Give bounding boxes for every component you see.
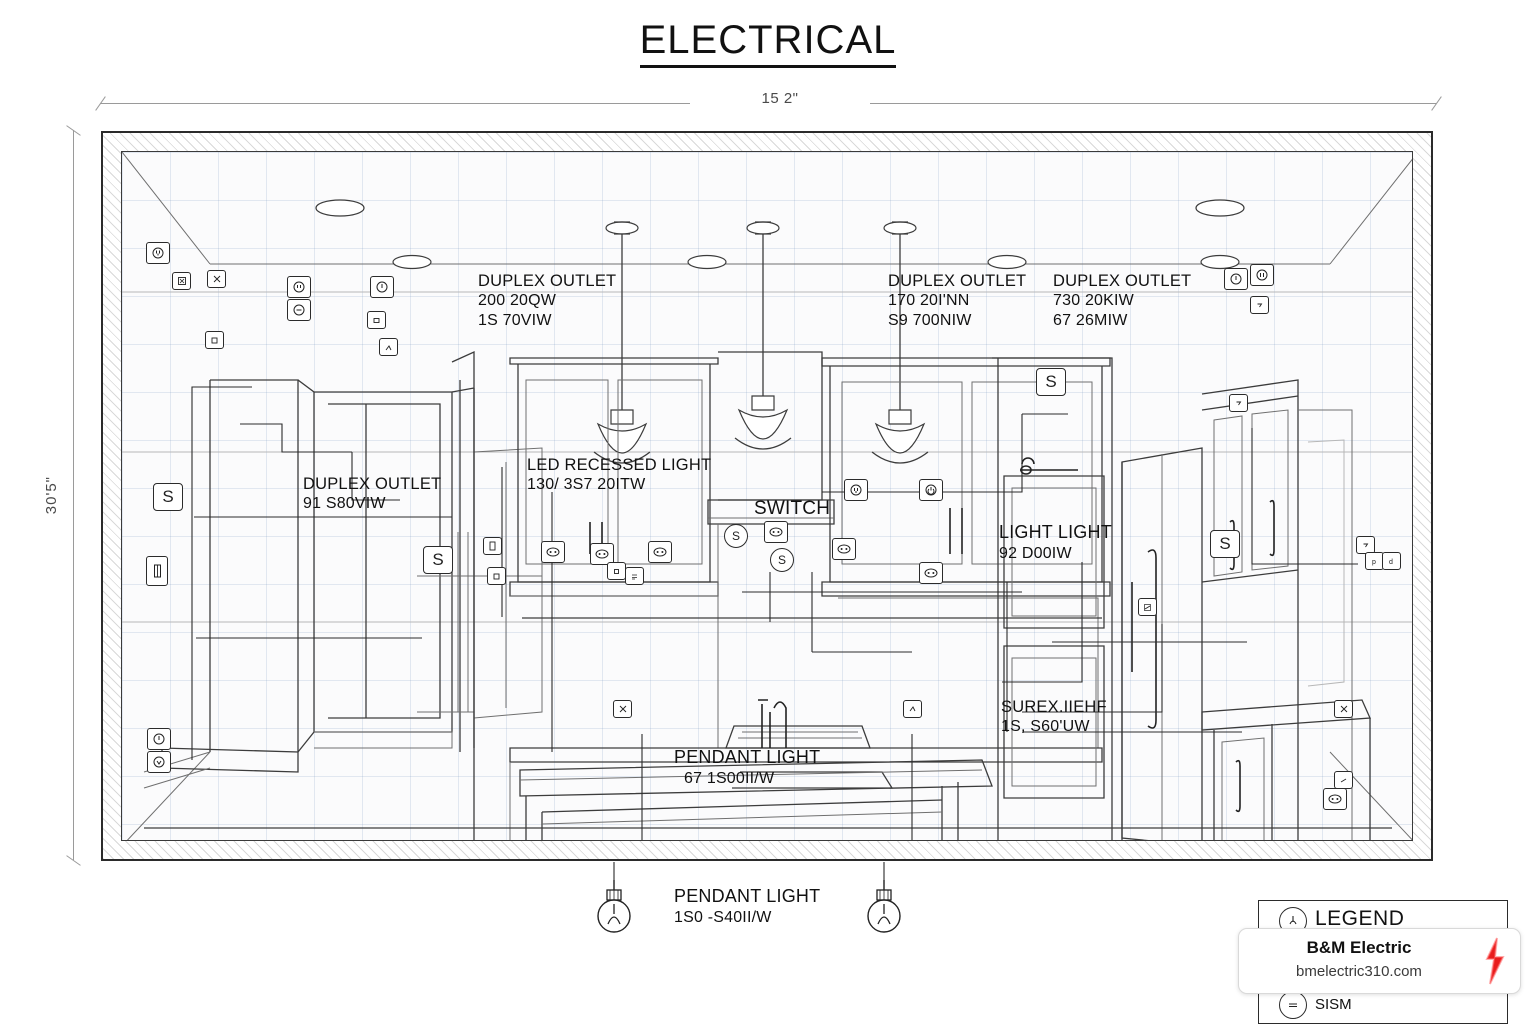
duplex-outlet-symbol[interactable] [541,541,565,563]
duplex-outlet-symbol[interactable] [147,728,171,750]
duplex-outlet-symbol[interactable] [146,242,170,264]
duplex-outlet-symbol[interactable] [147,751,171,773]
duplex-outlet-symbol[interactable] [844,479,868,501]
annotation-switch: SWITCH [754,498,831,519]
duplex-outlet-symbol[interactable] [287,299,311,321]
switch-symbol-letter: S [162,487,174,506]
junction-box-symbol[interactable] [379,338,398,356]
annotation-pendant-light-lower: PENDANT LIGHT 1S0 -S40II/W [674,886,821,926]
dimension-tick-bottom [66,855,81,866]
junction-box-symbol[interactable] [1334,700,1353,718]
watermark-card: B&M Electric bmelectric310.com [1238,928,1521,994]
dimension-tick-top [66,125,81,136]
duplex-outlet-symbol[interactable] [1250,264,1274,286]
annotation-duplex-outlet-b: DUPLEX OUTLET 170 20I'NN S9 700NIW [888,272,1027,329]
entry-door-assembly [162,380,542,772]
annotation-pendant-light-upper: PENDANT LIGHT 67 1S00II/W [674,747,821,787]
watermark-url: bmelectric310.com [1296,963,1422,980]
range-hood [708,352,834,524]
overall-height-dimension-label: 30'5" [43,470,60,521]
kitchen-island [520,760,992,841]
upper-cabinets-left [510,358,718,596]
annotation-duplex-outlet-left: DUPLEX OUTLET 91 S80VIW [303,475,442,513]
pendant-light-symbol [594,880,634,941]
switch-symbol[interactable]: S [153,483,183,511]
switch-symbol[interactable]: S [724,524,748,548]
legend-title: LEGEND [1315,907,1405,930]
legend-row-label: SISM [1315,996,1352,1013]
right-cabinets [1202,380,1370,841]
data-jack-symbol[interactable]: d [1382,552,1401,570]
duplex-outlet-symbol[interactable] [287,276,311,298]
data-jack-symbol[interactable] [367,311,386,329]
switch-symbol[interactable]: S [423,546,453,574]
wall-section-hatch [101,131,1433,861]
appliance-outlet-symbol[interactable] [1334,771,1353,789]
gfci-outlet-symbol[interactable] [172,272,191,290]
annotation-led-recessed-light: LED RECESSED LIGHT 130/ 3S7 20ITW [527,456,712,494]
floor-box-symbol[interactable] [903,700,922,718]
leader-lines [192,387,1358,841]
page-title: ELECTRICAL [0,18,1536,68]
switch-symbol[interactable]: S [770,548,794,572]
duplex-outlet-symbol[interactable] [832,538,856,560]
dimension-tick-right [1431,96,1442,111]
outlet-symbol[interactable] [483,537,502,555]
annotation-duplex-outlet-c: DUPLEX OUTLET 730 20KIW 67 26MIW [1053,272,1192,329]
watermark-company-name: B&M Electric [1306,938,1412,957]
toggle-switch-plate[interactable] [146,556,168,586]
pendant-fixtures [594,396,928,463]
switch-icon [1279,991,1307,1019]
switch-symbol-letter: S [777,553,786,567]
duplex-outlet-symbol[interactable] [919,479,943,501]
duplex-outlet-symbol[interactable] [370,276,394,298]
svg-text:d: d [1389,559,1393,566]
kitchen-perspective-drawing [122,152,1413,841]
annotation-duplex-outlet-a: DUPLEX OUTLET 200 20QW 1S 70VIW [478,272,617,329]
pantry-column [452,352,474,841]
pendant-drop-cords [606,222,916,417]
duplex-outlet-symbol[interactable] [648,541,672,563]
background-grid [122,152,1412,840]
annotation-surface-light: SUREX.IIEHF 1S, S60'UW [1001,698,1107,736]
switch-symbol-letter: S [1219,534,1231,553]
junction-box-symbol[interactable] [207,270,226,288]
duplex-outlet-symbol[interactable] [919,562,943,584]
switch-symbol-letter: S [432,550,444,569]
switch-symbol-letter: S [731,529,740,543]
outlet-symbol[interactable] [487,567,506,585]
dimmer-switch-symbol[interactable] [625,567,644,585]
svg-text:p: p [1372,559,1376,566]
duplex-outlet-symbol[interactable] [764,521,788,543]
outlet-symbol[interactable] [205,331,224,349]
annotation-light-light: LIGHT LIGHT 92 D00IW [999,522,1112,562]
appliance-outlet-symbol[interactable] [1138,598,1157,616]
duplex-outlet-symbol[interactable] [1224,268,1248,290]
junction-box-symbol[interactable] [1250,296,1269,314]
switch-symbol[interactable]: S [1036,368,1066,396]
lightning-bolt-icon [1485,937,1505,985]
recessed-light-ellipses [316,200,1244,269]
overall-width-dimension-label: 15 2" [690,90,870,107]
pendant-light-symbol [864,880,904,941]
wall-oven-stack [992,358,1112,841]
duplex-outlet-symbol[interactable] [1323,788,1347,810]
room-interior [121,151,1413,841]
junction-box-symbol[interactable] [607,562,626,580]
overall-height-dimension-line [66,125,81,866]
switch-symbol-letter: S [1045,372,1057,391]
duplex-outlet-symbol[interactable] [590,543,614,565]
dimension-tick-left [95,96,106,111]
switch-symbol[interactable]: S [1210,530,1240,558]
floor-box-symbol[interactable] [613,700,632,718]
junction-box-symbol[interactable] [1229,394,1248,412]
floor-baseboard [144,828,1392,841]
